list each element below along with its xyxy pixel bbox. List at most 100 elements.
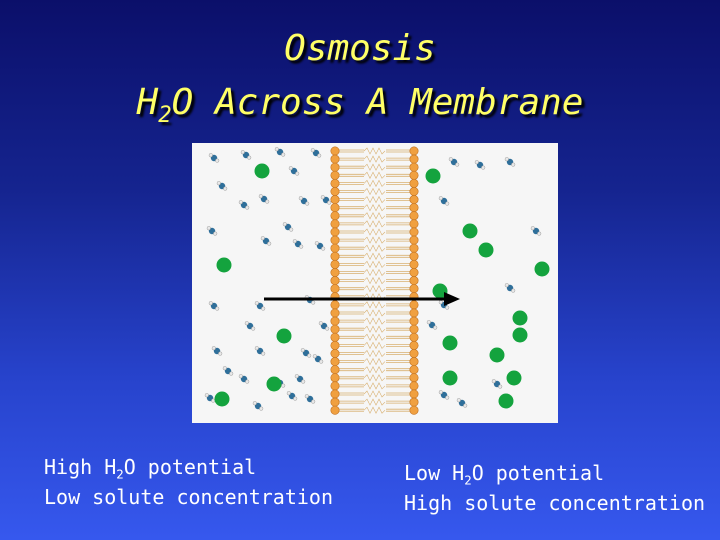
water-molecule-icon [204, 393, 216, 403]
lipid-tail-kink [363, 204, 386, 212]
lipid-tail [338, 230, 411, 234]
lipid-tail-kink [363, 357, 386, 366]
lipid-head [409, 349, 419, 359]
water-molecule-icon [216, 181, 228, 191]
lipid-head [409, 259, 419, 269]
lipid-tail-kink [363, 276, 386, 285]
water-molecule-icon [240, 150, 252, 160]
left-caption-line2: Low solute concentration [44, 485, 333, 509]
solute-particle [512, 310, 528, 326]
lipid-head [409, 219, 419, 229]
water-molecule-icon [238, 200, 250, 210]
lipid-head [409, 365, 419, 375]
solute-particle [498, 393, 514, 409]
lipid-head [409, 146, 419, 156]
lipid-head [330, 373, 340, 383]
right-caption-line2: High solute concentration [404, 491, 706, 515]
lipid-tail [338, 319, 411, 323]
lipid-tail [338, 222, 411, 226]
water-molecule-icon [318, 321, 330, 331]
lipid-head [409, 195, 419, 205]
water-molecule-icon [448, 157, 460, 167]
water-molecule-icon [438, 390, 450, 400]
solute-particle [425, 168, 441, 184]
lipid-tail [338, 157, 411, 161]
lipid-head [330, 146, 340, 156]
lipid-tail [338, 360, 411, 363]
water-molecule-icon [456, 398, 468, 408]
lipid-head [330, 219, 340, 229]
water-molecule-icon [286, 391, 298, 401]
lipid-head [330, 186, 340, 196]
lipid-tail [338, 206, 411, 210]
title-osmosis: Osmosis [284, 28, 436, 69]
water-molecule-icon [222, 366, 234, 376]
osmosis-diagram-svg [204, 146, 550, 415]
lipid-head [330, 300, 340, 310]
lipid-tail-kink [363, 244, 386, 252]
solute-particle [478, 242, 494, 258]
lipid-tail-kink [363, 147, 386, 155]
lipid-head [409, 170, 419, 180]
lipid-tail [338, 238, 411, 242]
lipid-tail [338, 198, 411, 201]
flow-arrow-head-icon [444, 292, 460, 306]
lipid-tail-kink [363, 333, 386, 341]
lipid-head [330, 170, 340, 180]
lipid-head [409, 227, 419, 237]
lipid-tail [338, 335, 411, 339]
water-molecule-icon [282, 222, 294, 232]
lipid-head [330, 397, 340, 407]
lipid-tail-kink [363, 195, 386, 204]
lipid-head [330, 324, 340, 334]
water-molecule-icon [310, 148, 322, 158]
lipid-tail-kink [363, 163, 386, 171]
left-side-caption: High H2O potential Low solute concentrat… [44, 452, 333, 512]
lipid-head [330, 203, 340, 213]
lipid-head [409, 340, 419, 350]
lipid-head [409, 186, 419, 196]
water-molecule-icon [312, 354, 324, 364]
lipid-tail [338, 246, 411, 250]
lipid-tail [338, 376, 411, 380]
water-molecule-icon [426, 320, 438, 330]
lipid-head [330, 162, 340, 172]
title-rest: O Across A Membrane [171, 82, 584, 123]
lipid-head [409, 284, 419, 294]
lipid-tail-kink [363, 301, 386, 309]
lipid-tail-kink [363, 252, 386, 260]
water-molecule-icon [211, 346, 223, 356]
right-caption-subscript-2: 2 [464, 472, 472, 488]
lipid-head [409, 373, 419, 383]
water-molecule-icon [254, 301, 266, 311]
lipid-head [330, 405, 340, 415]
lipid-tail-kink [363, 187, 386, 196]
lipid-head [330, 365, 340, 375]
lipid-tail [338, 408, 411, 412]
solute-particle [216, 257, 232, 273]
lipid-tail [338, 303, 411, 307]
lipid-head [330, 178, 340, 188]
lipid-head [409, 397, 419, 407]
lipid-tail-kink [363, 179, 386, 188]
water-molecule-icon [208, 153, 220, 163]
lipid-tail [338, 400, 411, 404]
water-molecule-icon [504, 283, 516, 293]
lipid-head [409, 154, 419, 164]
solute-particle [214, 391, 230, 407]
lipid-tail [338, 173, 411, 177]
lipid-tail [338, 182, 411, 185]
lipid-head [409, 389, 419, 399]
water-molecule-icon [206, 226, 218, 236]
lipid-tail [338, 214, 411, 218]
lipid-tail-kink [363, 366, 386, 374]
lipid-head [330, 211, 340, 221]
lipid-head [330, 316, 340, 326]
solute-particle [442, 335, 458, 351]
lipid-tail [338, 368, 411, 372]
lipid-tail-kink [363, 260, 386, 269]
solute-particle [512, 327, 528, 343]
left-caption-high-h: High H [44, 455, 117, 479]
lipid-head [330, 340, 340, 350]
water-molecule-icon [288, 166, 300, 176]
